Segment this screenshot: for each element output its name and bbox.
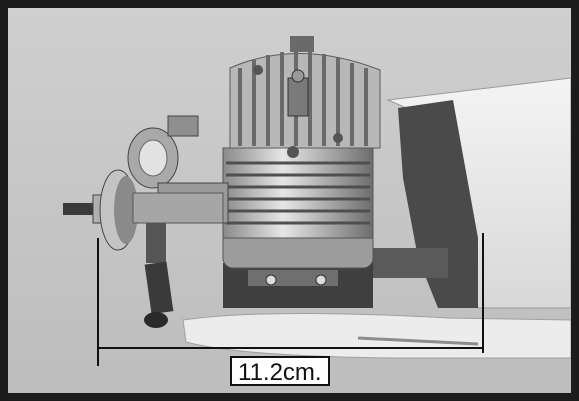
measurement-guides	[97, 233, 484, 366]
cylinder	[222, 147, 374, 239]
measurement-label: 11.2cm.	[230, 356, 330, 386]
cylinder-head	[229, 36, 381, 158]
engine-illustration	[8, 8, 571, 393]
propeller-hub	[63, 169, 224, 251]
engine-photo	[8, 8, 571, 393]
fuselage	[182, 77, 571, 359]
